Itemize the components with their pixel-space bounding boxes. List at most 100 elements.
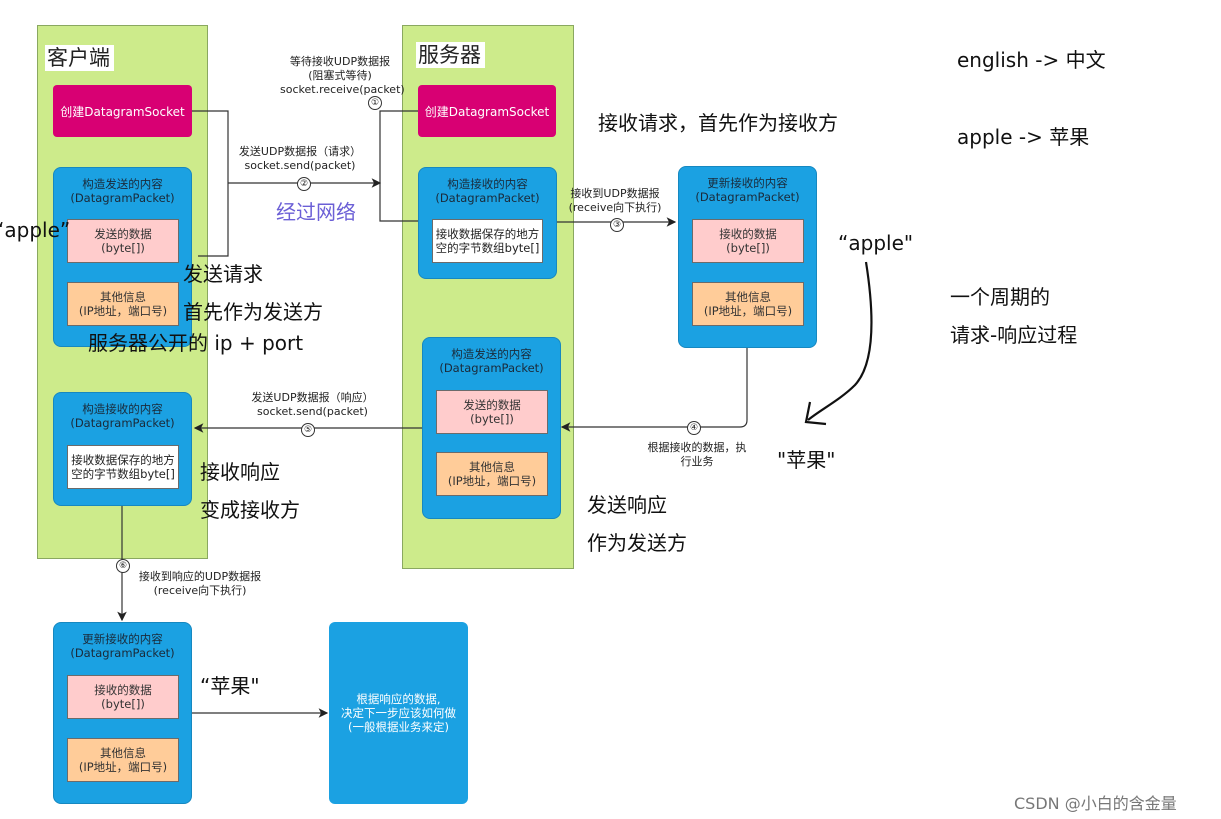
label: (一般根据业务来定): [348, 720, 449, 734]
label: (阻塞式等待): [308, 69, 372, 82]
label: 根据接收的数据，执: [647, 441, 747, 454]
step-1-label: 等待接收UDP数据报(阻塞式等待)socket.receive(packet): [280, 55, 405, 97]
label: socket.send(packet): [257, 405, 368, 418]
recv-buffer-box: 接收数据保存的地方空的字节数组byte[]: [67, 445, 179, 489]
step-3-badge: ③: [610, 218, 624, 232]
other-info-box: 其他信息(IP地址，端口号): [67, 738, 179, 782]
label: socket.receive(packet): [280, 83, 405, 96]
label: 其他信息: [725, 290, 771, 304]
packet-title: 更新接收的内容: [82, 632, 163, 646]
recv-response-label: 接收响应: [200, 460, 280, 484]
label: 接收的数据: [719, 227, 777, 241]
label: (IP地址，端口号): [78, 760, 168, 774]
server-recv-packet: 构造接收的内容(DatagramPacket) 接收数据保存的地方空的字节数组b…: [418, 167, 557, 279]
pingguo-right-label: "苹果": [777, 448, 836, 472]
send-data-box: 发送的数据(byte[]): [436, 390, 548, 434]
client-create-socket: 创建DatagramSocket: [53, 85, 192, 137]
client-recv-packet: 构造接收的内容(DatagramPacket) 接收数据保存的地方空的字节数组b…: [53, 392, 192, 506]
hand-drawn-curve-arrow: [807, 261, 873, 421]
label: 发送UDP数据报（请求）: [238, 145, 362, 158]
label: 接收数据保存的地方: [435, 227, 540, 241]
label: 根据响应的数据,: [356, 692, 441, 706]
step-3-label: 接收到UDP数据报(receive向下执行): [560, 187, 670, 215]
step-6-badge: ⑥: [116, 559, 130, 573]
apple-right-label: “apple": [838, 231, 914, 255]
label: 接收数据保存的地方: [71, 453, 175, 467]
packet-type: (DatagramPacket): [695, 190, 800, 204]
server-update-packet: 更新接收的内容(DatagramPacket) 接收的数据(byte[]) 其他…: [678, 166, 817, 348]
packet-title: 更新接收的内容: [707, 176, 788, 190]
label: 空的字节数组byte[]: [435, 241, 540, 255]
arrow-step-4: [560, 347, 748, 432]
packet-type: (DatagramPacket): [439, 361, 544, 375]
label: (receive向下执行): [153, 584, 247, 597]
label: 其他信息: [100, 746, 146, 760]
apple-pingguo-label: apple -> 苹果: [957, 125, 1090, 149]
hand-drawn-arrowhead: [804, 401, 827, 426]
packet-type: (DatagramPacket): [70, 191, 175, 205]
server-ip-port-label: 服务器公开的 ip + port: [88, 331, 304, 355]
packet-title: 构造接收的内容: [447, 177, 528, 191]
step-2-label: 发送UDP数据报（请求）socket.send(packet): [235, 145, 365, 173]
label: 决定下一步应该如何做: [341, 706, 456, 720]
server-title: 服务器: [416, 42, 485, 68]
apple-left-label: “apple”: [0, 218, 71, 242]
packet-type: (DatagramPacket): [435, 191, 540, 205]
label: 发送UDP数据报（响应）: [251, 391, 374, 404]
client-socket-connector: [192, 110, 229, 257]
recv-data-box: 接收的数据(byte[]): [692, 219, 804, 263]
label: 等待接收UDP数据报: [289, 55, 391, 68]
recv-data-box: 接收的数据(byte[]): [67, 675, 179, 719]
label: 接收的数据: [94, 683, 152, 697]
label: (IP地址，端口号): [78, 304, 168, 318]
send-request-label: 发送请求: [183, 262, 263, 286]
recv-buffer-box: 接收数据保存的地方空的字节数组byte[]: [432, 219, 543, 263]
packet-type: (DatagramPacket): [70, 416, 175, 430]
label: (byte[]): [726, 241, 770, 255]
network-label: 经过网络: [276, 200, 356, 224]
become-receiver-label: 变成接收方: [200, 498, 300, 522]
server-send-packet: 构造发送的内容(DatagramPacket) 发送的数据(byte[]) 其他…: [422, 337, 561, 519]
pingguo-bottom-label: “苹果": [200, 674, 260, 698]
label: 空的字节数组byte[]: [71, 467, 175, 481]
client-send-packet: 构造发送的内容(DatagramPacket) 发送的数据(byte[]) 其他…: [53, 167, 192, 347]
packet-type: (DatagramPacket): [70, 646, 175, 660]
label: 其他信息: [469, 460, 515, 474]
packet-title: 构造发送的内容: [451, 347, 532, 361]
step-6-label: 接收到响应的UDP数据报(receive向下执行): [130, 570, 270, 598]
server-create-socket: 创建DatagramSocket: [418, 85, 556, 137]
recv-request-label: 接收请求，首先作为接收方: [598, 111, 838, 135]
send-data-box: 发送的数据(byte[]): [67, 219, 179, 263]
label: 接收到响应的UDP数据报: [138, 570, 262, 583]
other-info-box: 其他信息(IP地址，端口号): [692, 282, 804, 326]
step-4-label: 根据接收的数据，执行业务: [642, 441, 752, 469]
packet-title: 构造发送的内容: [82, 177, 163, 191]
label: 发送的数据: [94, 227, 152, 241]
label: 接收到UDP数据报: [570, 187, 660, 200]
english-chinese-label: english -> 中文: [957, 48, 1106, 72]
final-decision-box: 根据响应的数据,决定下一步应该如何做(一般根据业务来定): [329, 622, 468, 804]
packet-title: 构造接收的内容: [82, 402, 163, 416]
label: (byte[]): [101, 241, 145, 255]
label: (IP地址，端口号): [703, 304, 793, 318]
label: (IP地址，端口号): [447, 474, 537, 488]
label: (byte[]): [101, 697, 145, 711]
other-info-box: 其他信息(IP地址，端口号): [436, 452, 548, 496]
label: (byte[]): [470, 412, 514, 426]
as-sender-label: 作为发送方: [587, 531, 687, 555]
server-socket-connector: [379, 110, 418, 222]
label: 行业务: [680, 455, 714, 468]
client-title: 客户端: [45, 45, 114, 71]
client-update-packet: 更新接收的内容(DatagramPacket) 接收的数据(byte[]) 其他…: [53, 622, 192, 804]
label: (receive向下执行): [568, 201, 662, 214]
first-sender-label: 首先作为发送方: [183, 300, 323, 324]
cycle-label-2: 请求-响应过程: [950, 323, 1078, 347]
label: 其他信息: [100, 290, 146, 304]
step-5-badge: ⑤: [301, 423, 315, 437]
label: 发送的数据: [463, 398, 521, 412]
watermark: CSDN @小白的含金量: [1014, 794, 1177, 813]
label: socket.send(packet): [244, 159, 356, 172]
step-5-label: 发送UDP数据报（响应）socket.send(packet): [245, 391, 380, 419]
step-1-badge: ①: [368, 96, 382, 110]
